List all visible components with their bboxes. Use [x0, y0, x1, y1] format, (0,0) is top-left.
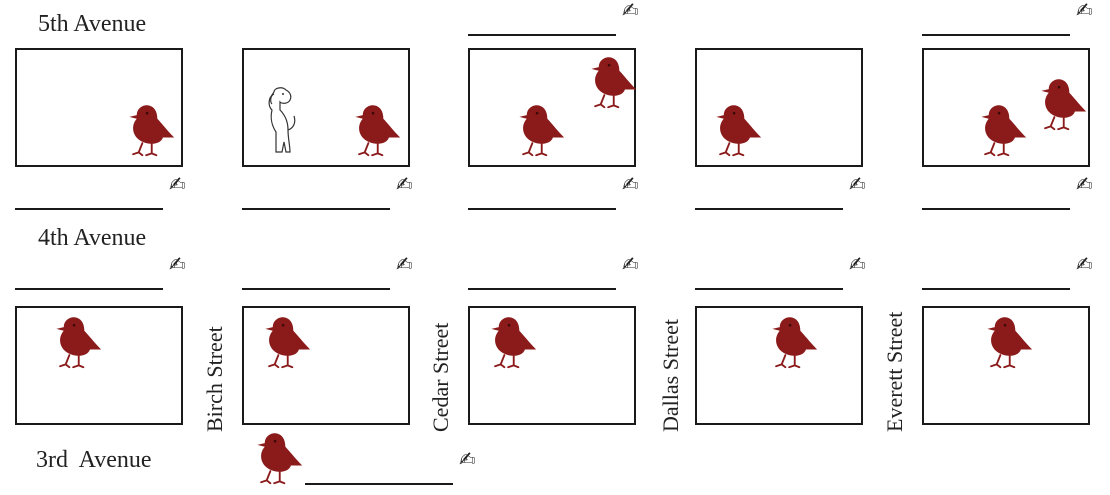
pen-icon: ✍ [459, 447, 476, 471]
blank-line [695, 288, 843, 290]
block-bottom-2 [242, 306, 410, 425]
answer-blank-low-3[interactable]: ✍ [468, 254, 648, 290]
blank-line [922, 208, 1070, 210]
pen-icon: ✍ [622, 252, 639, 276]
bird-icon [120, 102, 176, 158]
pen-icon: ✍ [622, 0, 639, 22]
street-label-everett: Everett Street [882, 311, 907, 432]
block-top-2 [242, 48, 410, 167]
blank-line [922, 34, 1070, 36]
bird-icon [510, 102, 566, 158]
pen-icon: ✍ [396, 252, 413, 276]
street-label-birch: Birch Street [202, 326, 227, 432]
blank-line [922, 288, 1070, 290]
block-bottom-3 [468, 306, 636, 425]
answer-blank-mid-4[interactable]: ✍ [695, 174, 875, 210]
bird-icon [707, 102, 763, 158]
blank-line [468, 208, 616, 210]
answer-blank-low-1[interactable]: ✍ [15, 254, 195, 290]
bird-icon [763, 314, 819, 370]
bird-icon [978, 314, 1034, 370]
blank-line [242, 288, 390, 290]
bird-icon [346, 102, 402, 158]
answer-blank-low-4[interactable]: ✍ [695, 254, 875, 290]
answer-blank-low-5[interactable]: ✍ [922, 254, 1102, 290]
pen-icon: ✍ [169, 172, 186, 196]
answer-blank-loose-bird[interactable]: ✍ [305, 449, 485, 485]
pen-icon: ✍ [396, 172, 413, 196]
avenue-label-3rd: 3rd Avenue [36, 447, 152, 473]
answer-blank-top-5[interactable]: ✍ [922, 0, 1102, 36]
blank-line [242, 208, 390, 210]
answer-blank-mid-2[interactable]: ✍ [242, 174, 422, 210]
answer-blank-mid-5[interactable]: ✍ [922, 174, 1102, 210]
street-label-dallas: Dallas Street [658, 318, 683, 432]
pen-icon: ✍ [1076, 0, 1093, 22]
avenue-label-5th: 5th Avenue [38, 11, 147, 37]
block-bottom-5 [922, 306, 1090, 425]
bird-icon [1032, 76, 1088, 132]
bird-icon [482, 314, 538, 370]
block-bottom-1 [15, 306, 183, 425]
avenue-label-4th: 4th Avenue [38, 225, 147, 251]
answer-blank-mid-1[interactable]: ✍ [15, 174, 195, 210]
answer-blank-low-2[interactable]: ✍ [242, 254, 422, 290]
dog-icon [268, 87, 296, 153]
blank-line [468, 288, 616, 290]
pen-icon: ✍ [622, 172, 639, 196]
pen-icon: ✍ [1076, 172, 1093, 196]
pen-icon: ✍ [1076, 252, 1093, 276]
bird-icon [972, 102, 1028, 158]
blank-line [15, 288, 163, 290]
block-top-4 [695, 48, 863, 167]
street-label-cedar: Cedar Street [428, 322, 453, 432]
pen-icon: ✍ [169, 252, 186, 276]
bird-icon-loose [248, 430, 304, 486]
pen-icon: ✍ [849, 172, 866, 196]
block-top-3 [468, 48, 636, 167]
pen-icon: ✍ [849, 252, 866, 276]
block-top-1 [15, 48, 183, 167]
bird-icon [47, 314, 103, 370]
bird-icon [582, 54, 638, 110]
block-top-5 [922, 48, 1090, 167]
blank-line [305, 483, 453, 485]
block-bottom-4 [695, 306, 863, 425]
blank-line [695, 208, 843, 210]
blank-line [468, 34, 616, 36]
answer-blank-mid-3[interactable]: ✍ [468, 174, 648, 210]
blank-line [15, 208, 163, 210]
answer-blank-top-3[interactable]: ✍ [468, 0, 648, 36]
bird-icon [256, 314, 312, 370]
